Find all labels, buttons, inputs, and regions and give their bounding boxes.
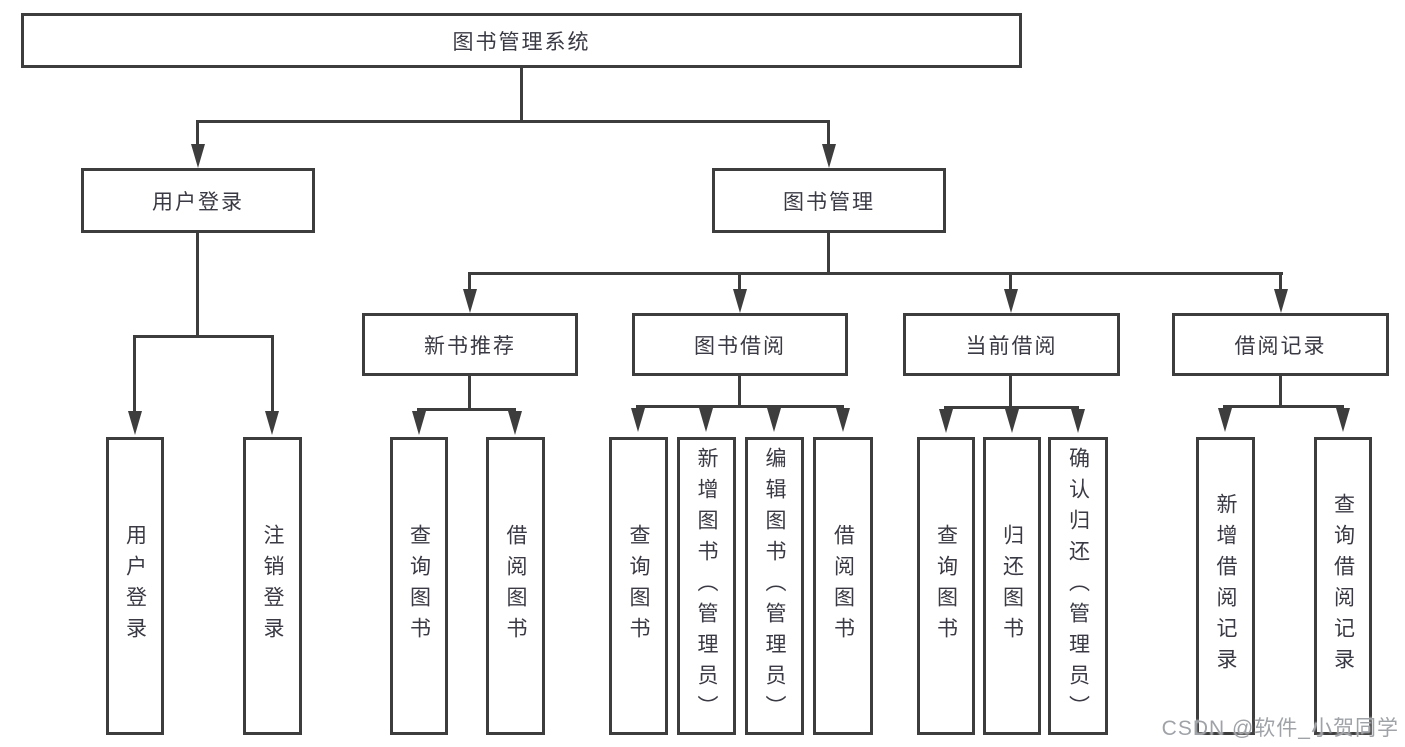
arrowhead-cb-confirm (1071, 409, 1085, 433)
node-book-borrow: 图书借阅 (632, 313, 848, 376)
connector-drop-leaf-login (133, 335, 136, 412)
connector-borrow-stem (738, 376, 741, 405)
connector-borrow-rail (636, 405, 844, 408)
arrowhead-bb-borrow (836, 408, 850, 432)
arrowhead-borrow (733, 289, 747, 313)
arrowhead-recommend (463, 289, 477, 313)
connector-level2-rail (196, 120, 830, 123)
arrowhead-rec-borrow (508, 411, 522, 435)
connector-mgmt-stem (827, 233, 830, 272)
watermark: CSDN @软件_小贺同学 (1161, 717, 1399, 740)
leaf-recommend-query-books: 查询图书 (390, 437, 448, 735)
arrowhead-current (1004, 289, 1018, 313)
leaf-current-confirm-return-admin: 确认归还（管理员） (1048, 437, 1108, 735)
arrowhead-bb-edit (767, 408, 781, 432)
leaf-logout: 注销登录 (243, 437, 302, 735)
arrowhead-bb-query (631, 408, 645, 432)
connector-recommend-stem (468, 376, 471, 408)
node-current-borrow: 当前借阅 (903, 313, 1120, 376)
connector-drop-recommend (468, 272, 471, 290)
connector-recommend-rail (417, 408, 516, 411)
connector-user-login-stem (196, 233, 199, 335)
arrowhead-cb-return (1005, 409, 1019, 433)
connector-drop-user-login (196, 120, 199, 146)
connector-root-stem (520, 68, 523, 120)
connector-drop-leaf-logout (271, 335, 274, 412)
leaf-recommend-borrow-books: 借阅图书 (486, 437, 545, 735)
node-new-book-recommend: 新书推荐 (362, 313, 578, 376)
arrowhead-records (1274, 289, 1288, 313)
leaf-records-query-record: 查询借阅记录 (1314, 437, 1372, 735)
node-user-login: 用户登录 (81, 168, 315, 233)
connector-current-stem (1009, 376, 1012, 406)
leaf-current-return-books: 归还图书 (983, 437, 1041, 735)
node-root: 图书管理系统 (21, 13, 1022, 68)
arrowhead-bb-add (699, 408, 713, 432)
arrowhead-rec-add-record (1218, 408, 1232, 432)
connector-current-rail (944, 406, 1079, 409)
connector-level3-rail (469, 272, 1283, 275)
leaf-borrow-borrow-books: 借阅图书 (813, 437, 873, 735)
arrowhead-user-login (191, 144, 205, 168)
leaf-records-add-record: 新增借阅记录 (1196, 437, 1255, 735)
arrowhead-book-mgmt (822, 144, 836, 168)
arrowhead-rec-query-record (1336, 408, 1350, 432)
leaf-borrow-add-books-admin: 新增图书（管理员） (677, 437, 736, 735)
arrowhead-leaf-logout (265, 411, 279, 435)
node-borrow-records: 借阅记录 (1172, 313, 1389, 376)
connector-user-login-rail (133, 335, 274, 338)
leaf-borrow-edit-books-admin: 编辑图书（管理员） (745, 437, 804, 735)
arrowhead-leaf-login (128, 411, 142, 435)
connector-records-rail (1223, 405, 1344, 408)
node-book-management: 图书管理 (712, 168, 946, 233)
connector-drop-records (1279, 272, 1282, 290)
leaf-user-login: 用户登录 (106, 437, 164, 735)
connector-drop-borrow (738, 272, 741, 290)
connector-drop-book-mgmt (827, 120, 830, 146)
connector-drop-current (1009, 272, 1012, 290)
leaf-current-query-books: 查询图书 (917, 437, 975, 735)
arrowhead-rec-query (412, 411, 426, 435)
leaf-borrow-query-books: 查询图书 (609, 437, 668, 735)
connector-records-stem (1279, 376, 1282, 405)
arrowhead-cb-query (939, 409, 953, 433)
